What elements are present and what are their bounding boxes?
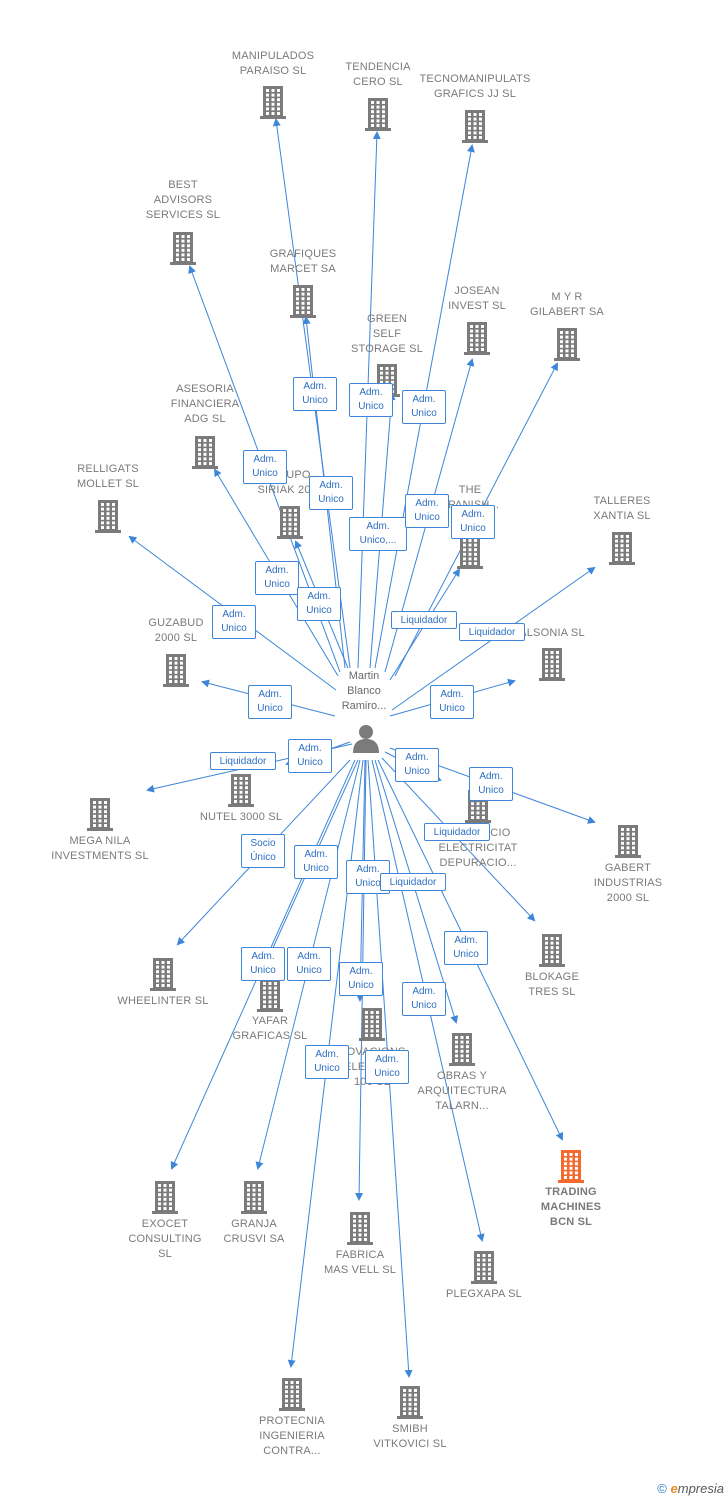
- edge-label-n11: Adm. Unico: [309, 476, 353, 510]
- edge-label-n27: Adm. Unico: [287, 947, 331, 981]
- building-icon: [147, 956, 179, 992]
- company-name: GRANJA CRUSVI SA: [223, 1218, 285, 1245]
- person-icon: [353, 725, 379, 753]
- company-name: PLEGXAPA SL: [446, 1288, 522, 1300]
- company-name: MANIPULADOS PARAISO SL: [231, 50, 315, 77]
- company-name: OBRAS Y ARQUITECTURA TALARN...: [417, 1070, 507, 1112]
- building-icon: [257, 84, 289, 120]
- footer-brand: © empresia: [657, 1481, 724, 1496]
- copyright-symbol: ©: [657, 1481, 667, 1496]
- building-icon: [274, 504, 306, 540]
- building-icon: [356, 1006, 388, 1042]
- building-icon: [454, 534, 486, 570]
- company-name: BEST ADVISORS SERVICES SL: [145, 179, 221, 221]
- edge-label-n19: Adm. Unico: [469, 767, 513, 801]
- edge-label-n22: Adm. Unico: [241, 947, 285, 981]
- company-name: EXOCET CONSULTING SL: [128, 1218, 202, 1260]
- building-icon: [225, 772, 257, 808]
- edge-label-n25: Adm. Unico: [444, 931, 488, 965]
- company-name: TENDENCIA CERO SL: [345, 61, 411, 88]
- building-icon: [461, 320, 493, 356]
- company-name: TECNOMANIPULATS GRAFICS JJ SL: [419, 73, 531, 100]
- building-icon: [254, 977, 286, 1013]
- building-icon: [551, 326, 583, 362]
- edge-label-n30: Adm. Unico: [305, 1045, 349, 1079]
- building-icon: [362, 96, 394, 132]
- edge-label-n9: Adm. Unico: [255, 561, 299, 595]
- edge-label-n21: Liquidador: [424, 823, 490, 841]
- edge-label-n5: Adm. Unico: [297, 587, 341, 621]
- edge-label-n7: Adm. Unico: [402, 390, 446, 424]
- company-name: PROTECNIA INGENIERIA CONTRA...: [259, 1415, 325, 1457]
- edge-label-n18: Adm. Unico: [395, 748, 439, 782]
- edge-label-n23: Adm. Unico: [339, 962, 383, 996]
- edge-label-n12: Liquidador: [391, 611, 457, 629]
- company-name: TRADING MACHINES BCN SL: [540, 1186, 602, 1228]
- building-icon: [287, 283, 319, 319]
- brand-rest: mpresia: [677, 1481, 724, 1496]
- building-icon: [276, 1376, 308, 1412]
- company-name: WHEELINTER SL: [117, 995, 209, 1007]
- company-name: JOSEAN INVEST SL: [448, 285, 506, 312]
- building-icon: [468, 1249, 500, 1285]
- company-name: MEGA NILA INVESTMENTS SL: [51, 835, 149, 862]
- building-icon: [536, 932, 568, 968]
- edge-label-n3: Adm. Unico: [405, 494, 449, 528]
- edge-label-n6: Adm. Unico: [349, 383, 393, 417]
- building-icon: [92, 498, 124, 534]
- building-icon: [189, 434, 221, 470]
- building-icon: [555, 1148, 587, 1184]
- company-name: M Y R GILABERT SA: [530, 291, 604, 318]
- company-name: GREEN SELF STORAGE SL: [350, 313, 424, 355]
- company-name: ASESORIA FINANCIERA ADG SL: [170, 383, 240, 425]
- edge-n24: [374, 759, 459, 1024]
- edge-label-n1: Adm. Unico: [293, 377, 337, 411]
- edge-label-n16: Liquidador: [210, 752, 276, 770]
- edge-label-n29: Adm. Unico: [402, 982, 446, 1016]
- company-name: GABERT INDUSTRIAS 2000 SL: [593, 862, 663, 904]
- company-name: YAFAR GRAFICAS SL: [232, 1015, 308, 1042]
- edge-label-n2: Adm. Unico,...: [349, 517, 407, 551]
- company-name: BLOKAGE TRES SL: [525, 971, 579, 998]
- building-icon: [459, 108, 491, 144]
- company-name: TALLERES XANTIA SL: [593, 495, 651, 522]
- edge-label-n10: Adm. Unico: [248, 685, 292, 719]
- center-person-name: Martin Blanco Ramiro...: [341, 670, 387, 712]
- company-name: EDIFICACIO ELECTRICITAT DEPURACIO...: [438, 827, 518, 869]
- edge-label-n24: Liquidador: [380, 873, 446, 891]
- brand-e: e: [670, 1481, 678, 1496]
- company-name: FABRICA MAS VELL SL: [323, 1249, 397, 1276]
- company-name: GUZABUD 2000 SL: [148, 617, 204, 644]
- edge-label-n20: Socio Único: [241, 834, 285, 868]
- edge-label-n12: Adm. Unico: [451, 505, 495, 539]
- building-icon: [536, 646, 568, 682]
- edge-label-n14: Adm. Unico: [212, 605, 256, 639]
- edge-label-n13: Liquidador: [459, 623, 525, 641]
- building-icon: [612, 823, 644, 859]
- building-icon: [394, 1384, 426, 1420]
- building-icon: [606, 530, 638, 566]
- center-person[interactable]: [350, 722, 382, 754]
- building-icon: [238, 1179, 270, 1215]
- edge-label-n31: Adm. Unico: [365, 1050, 409, 1084]
- company-name: RELLIGATS MOLLET SL: [76, 463, 140, 490]
- building-icon: [344, 1210, 376, 1246]
- building-icon: [167, 230, 199, 266]
- building-icon: [160, 652, 192, 688]
- company-name: SMIBH VITKOVICI SL: [373, 1423, 447, 1450]
- building-icon: [149, 1179, 181, 1215]
- edge-label-n4: Adm. Unico: [243, 450, 287, 484]
- edge-label-n15: Adm. Unico: [430, 685, 474, 719]
- company-name: NUTEL 3000 SL: [199, 811, 283, 823]
- building-icon: [446, 1031, 478, 1067]
- edge-label-n26: Adm. Unico: [294, 845, 338, 879]
- building-icon: [84, 796, 116, 832]
- company-name: GRAFIQUES MARCET SA: [269, 248, 337, 275]
- edge-label-n17: Adm. Unico: [288, 739, 332, 773]
- company-name: ALSONIA SL: [519, 627, 585, 639]
